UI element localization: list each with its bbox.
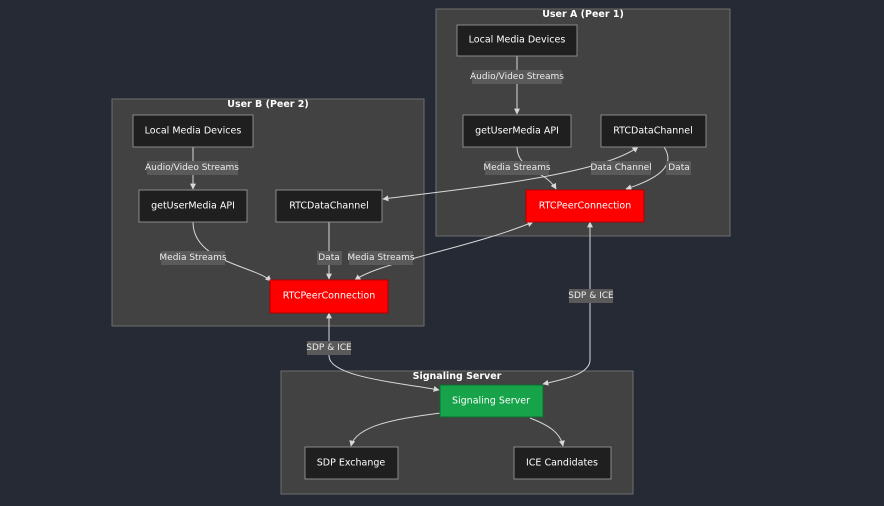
cluster-user-a-title: User A (Peer 1): [542, 9, 624, 20]
node-ice-candidates-label: ICE Candidates: [526, 458, 598, 469]
edge-label-a-data: Data: [668, 163, 690, 173]
edge-server-to-ice-candidates: [529, 417, 565, 447]
node-a-getusermedia: getUserMedia API: [462, 114, 572, 148]
node-sdp-exchange-label: SDP Exchange: [317, 458, 386, 469]
node-b-datachannel-label: RTCDataChannel: [289, 201, 368, 212]
edge-b-getusermedia-to-peerconnection: [192, 221, 272, 282]
node-sdp-exchange: SDP Exchange: [304, 446, 399, 480]
node-b-peerconnection: RTCPeerConnection: [269, 279, 389, 314]
node-a-local-media-devices: Local Media Devices: [456, 24, 578, 57]
node-b-datachannel: RTCDataChannel: [275, 189, 383, 223]
edge-labels: Audio/Video Streams Media Streams Data D…: [145, 70, 691, 355]
edge-sdp-ice-a: [542, 221, 593, 386]
edge-label-sdp-ice-a: SDP & ICE: [568, 291, 614, 301]
edge-media-streams-cross: [354, 221, 534, 281]
edge-sdp-ice-b: [326, 312, 440, 392]
node-b-local-media-devices: Local Media Devices: [132, 114, 254, 148]
node-a-peerconnection-label: RTCPeerConnection: [539, 201, 632, 212]
node-a-peerconnection: RTCPeerConnection: [525, 189, 645, 223]
node-b-peerconnection-label: RTCPeerConnection: [283, 291, 376, 302]
edge-label-data-channel: Data Channel: [590, 163, 651, 173]
node-b-getusermedia: getUserMedia API: [138, 189, 248, 223]
node-signaling-server-label: Signaling Server: [452, 396, 530, 407]
edge-server-to-sdp-exchange: [349, 412, 442, 447]
edge-label-b-media-streams: Media Streams: [159, 253, 226, 263]
node-a-getusermedia-label: getUserMedia API: [475, 126, 559, 137]
node-b-getusermedia-label: getUserMedia API: [151, 201, 235, 212]
edge-label-b-av-streams: Audio/Video Streams: [145, 163, 239, 173]
node-signaling-server: Signaling Server: [439, 384, 544, 418]
cluster-user-b-title: User B (Peer 2): [227, 99, 309, 110]
edge-label-b-data: Data: [318, 253, 340, 263]
edge-label-cross-media-streams: Media Streams: [347, 253, 414, 263]
edge-label-a-media-streams: Media Streams: [483, 163, 550, 173]
edge-label-a-av-streams: Audio/Video Streams: [470, 72, 564, 82]
node-ice-candidates: ICE Candidates: [513, 446, 612, 480]
cluster-signaling-server-title: Signaling Server: [413, 371, 502, 382]
node-a-datachannel: RTCDataChannel: [600, 114, 707, 148]
node-a-local-media-devices-label: Local Media Devices: [469, 35, 566, 46]
edge-label-sdp-ice-b: SDP & ICE: [306, 343, 352, 353]
node-b-local-media-devices-label: Local Media Devices: [145, 126, 242, 137]
node-a-datachannel-label: RTCDataChannel: [613, 126, 692, 137]
edge-data-channel-cross: [382, 146, 639, 202]
